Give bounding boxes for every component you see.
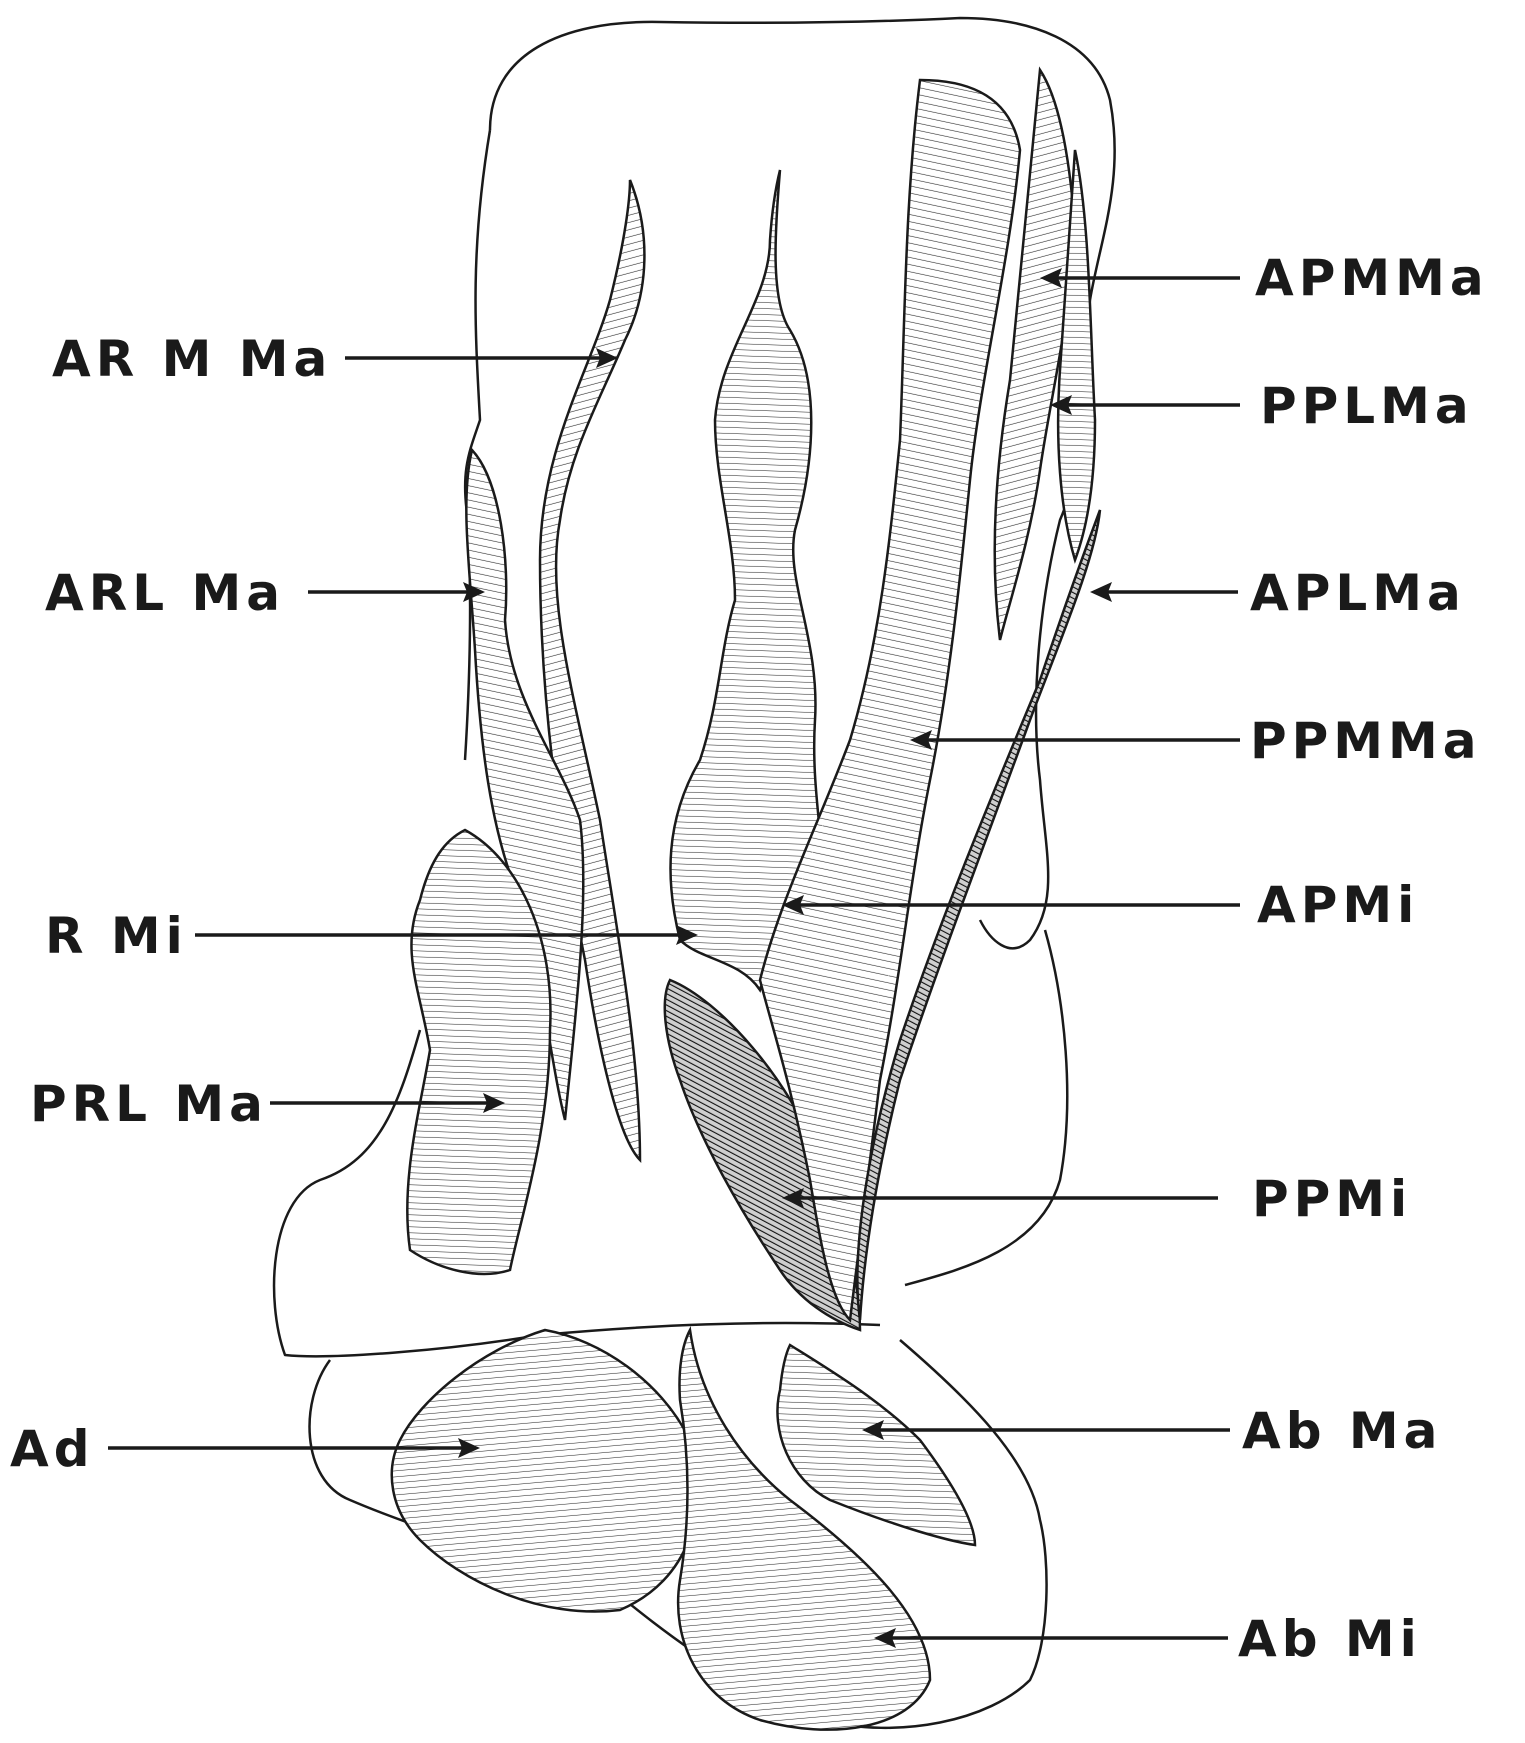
label-arlma: ARL Ma [45, 564, 285, 622]
label-ppmi: PPMi [1252, 1170, 1412, 1228]
label-aplma: APLMa [1250, 564, 1466, 622]
label-rmi: R Mi [45, 907, 188, 965]
label-armma: AR M Ma [52, 330, 332, 388]
label-abma: Ab Ma [1242, 1402, 1442, 1460]
label-pplma: PPLMa [1260, 377, 1474, 435]
label-ad: Ad [10, 1420, 95, 1478]
label-apmi: APMi [1257, 876, 1419, 934]
label-abmi: Ab Mi [1238, 1610, 1422, 1668]
muscles [392, 70, 1100, 1730]
label-prlma: PRL Ma [30, 1075, 268, 1133]
label-apmma: APMMa [1255, 249, 1489, 307]
muscle-ad [392, 1330, 698, 1612]
label-ppmma: PPMMa [1250, 712, 1482, 770]
